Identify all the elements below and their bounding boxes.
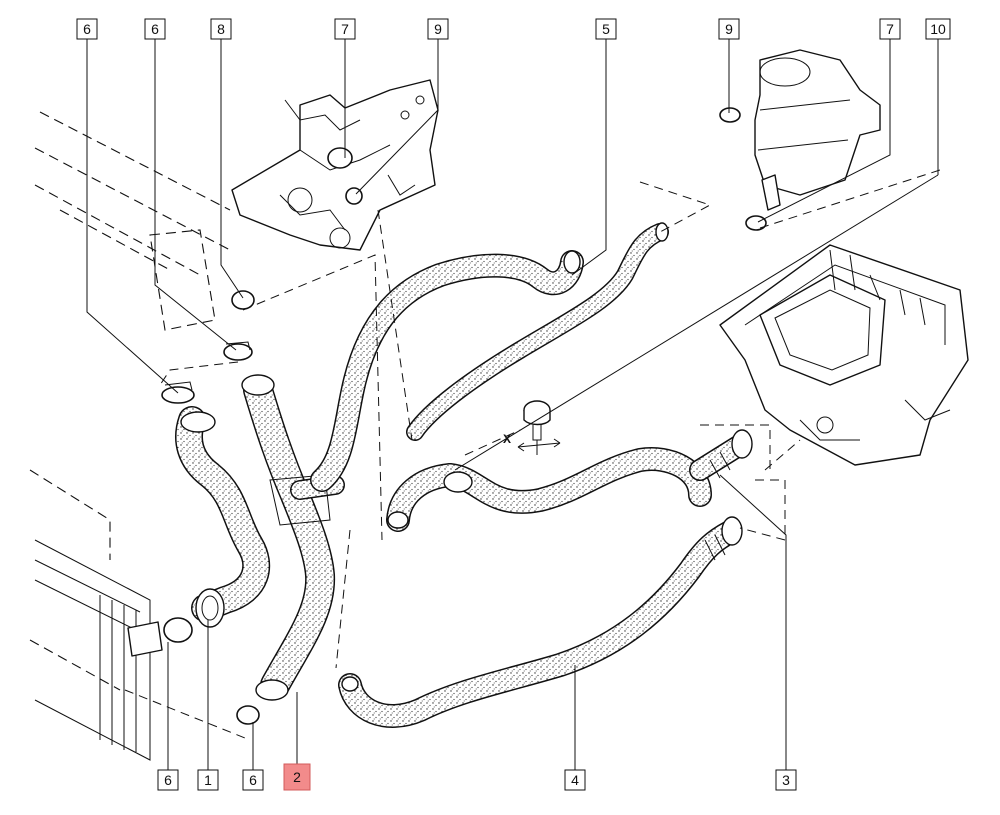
axis-x-label: X — [503, 432, 511, 446]
hose-4 — [338, 516, 743, 728]
svg-text:9: 9 — [725, 21, 733, 37]
callout-bottom-1: 1 — [197, 769, 219, 791]
clamp-8 — [231, 290, 255, 310]
bleed-screw: X — [503, 400, 561, 455]
callout-top-6: 6 — [144, 18, 166, 40]
svg-text:3: 3 — [782, 772, 790, 788]
hose-expansion-feed — [406, 222, 669, 441]
clamp-7-top — [327, 147, 353, 169]
callout-bottom-6-left: 6 — [157, 769, 179, 791]
callout-bottom-2-highlighted[interactable]: 2 — [283, 763, 311, 791]
callout-top-9: 9 — [427, 18, 449, 40]
svg-text:2: 2 — [293, 769, 301, 785]
svg-text:4: 4 — [571, 772, 579, 788]
svg-text:8: 8 — [217, 21, 225, 37]
engine-block-ghost — [29, 111, 231, 691]
clamps — [161, 107, 767, 725]
callout-bottom-6: 6 — [242, 769, 264, 791]
clamp-7-right — [745, 215, 767, 231]
svg-text:6: 6 — [83, 21, 91, 37]
heater-matrix-unit — [719, 244, 969, 466]
svg-text:7: 7 — [886, 21, 894, 37]
svg-text:1: 1 — [204, 772, 212, 788]
clamp-6-b — [223, 341, 253, 361]
callouts-top: 6 6 8 7 9 5 9 7 10 — [76, 18, 951, 40]
callout-bottom-4: 4 — [564, 769, 586, 791]
clamp-6-a — [161, 381, 195, 404]
hose-5 — [310, 250, 584, 492]
assembly-lines — [124, 169, 941, 741]
callout-top-5: 5 — [595, 18, 617, 40]
callout-top-10: 10 — [925, 18, 951, 40]
svg-text:6: 6 — [164, 772, 172, 788]
radiator — [34, 539, 163, 761]
callouts-bottom: 6 1 6 2 4 3 — [157, 763, 797, 791]
callout-bottom-3: 3 — [775, 769, 797, 791]
callout-top-8: 8 — [210, 18, 232, 40]
callout-top-7: 7 — [334, 18, 356, 40]
clamp-6-d — [236, 705, 260, 725]
clamp-9-right — [719, 107, 741, 123]
clamp-6-c — [163, 617, 193, 643]
hose-1 — [175, 406, 271, 628]
callout-top-7-right: 7 — [879, 18, 901, 40]
svg-text:10: 10 — [930, 21, 946, 37]
expansion-tank — [754, 49, 881, 211]
svg-text:9: 9 — [434, 21, 442, 37]
callout-top-9-right: 9 — [718, 18, 740, 40]
leader-lines — [86, 39, 939, 770]
svg-text:7: 7 — [341, 21, 349, 37]
svg-text:6: 6 — [249, 772, 257, 788]
svg-text:6: 6 — [151, 21, 159, 37]
hose-3 — [386, 429, 753, 532]
callout-top-6-left: 6 — [76, 18, 98, 40]
svg-text:5: 5 — [602, 21, 610, 37]
